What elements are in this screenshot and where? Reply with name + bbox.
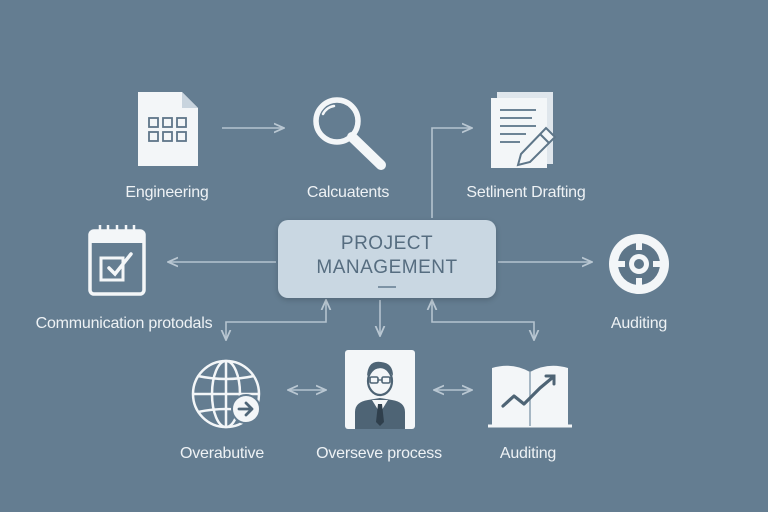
arrow-central-to-drafting [431,128,472,218]
arrow-central-to-auditing-bottom [432,300,534,340]
label-communication: Communication protodals [35,315,213,332]
central-divider [378,286,396,288]
label-oversee: Overseve process [316,445,442,462]
label-engineering: Engineering [125,184,209,201]
arrow-overabutive-to-central [226,300,326,340]
label-calculations: Calcuatents [306,184,390,201]
clipboard-check-icon [88,225,146,296]
globe-arrow-icon [191,359,261,429]
label-drafting: Setlinent Drafting [466,184,586,201]
project-management-box[interactable]: PROJECT MANAGEMENT [278,220,496,298]
open-book-chart-icon [488,365,572,428]
central-title-line2: MANAGEMENT [316,257,458,278]
document-grid-icon [138,92,198,166]
manager-avatar-icon [345,350,415,429]
document-pen-icon [491,92,557,168]
central-title-line1: PROJECT [340,233,434,254]
label-overabutive: Overabutive [179,445,265,462]
connectors [168,128,592,390]
gear-icon [609,234,669,294]
label-auditing-right: Auditing [610,315,668,332]
magnifier-icon [313,97,386,170]
label-auditing-bottom: Auditing [499,445,557,462]
